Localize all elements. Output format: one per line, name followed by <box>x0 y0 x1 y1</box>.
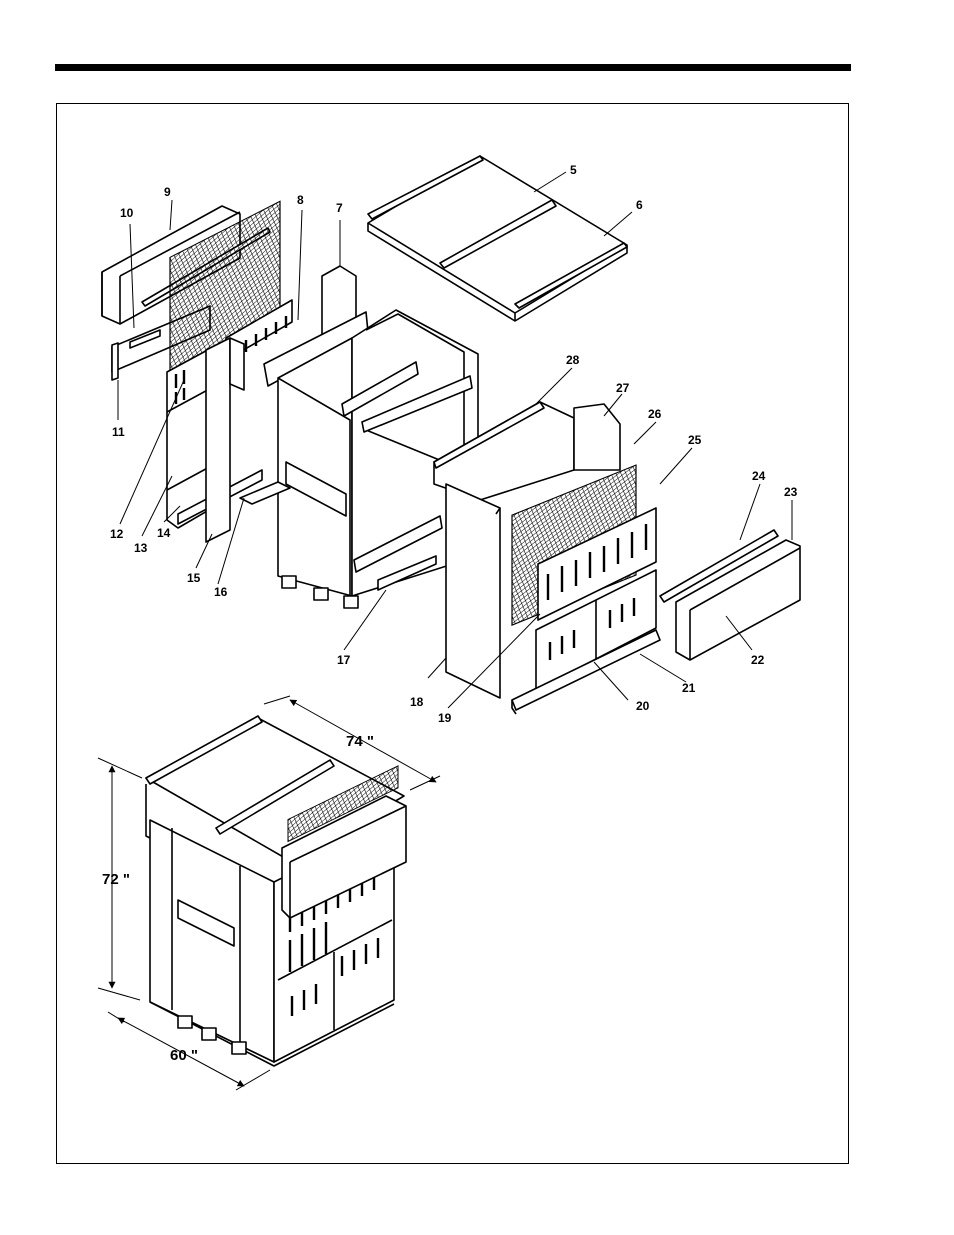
left-vertical-post <box>206 338 244 542</box>
assembled-view: 74 " 72 " 60 " <box>98 696 440 1090</box>
callout-10: 10 <box>120 206 134 220</box>
callout-19: 19 <box>438 711 452 725</box>
dimension-depth-label: 74 " <box>346 733 374 750</box>
dimension-width-label: 60 " <box>170 1047 198 1064</box>
callout-12: 12 <box>110 527 124 541</box>
callout-21: 21 <box>682 681 696 695</box>
callout-7: 7 <box>336 201 343 215</box>
callout-8: 8 <box>297 193 304 207</box>
callout-15: 15 <box>187 571 201 585</box>
callout-11: 11 <box>112 425 125 439</box>
callout-24: 24 <box>752 469 766 483</box>
callout-27: 27 <box>616 381 630 395</box>
callout-6: 6 <box>636 198 643 212</box>
right-corner-bracket <box>574 404 620 470</box>
callout-14: 14 <box>157 526 171 540</box>
callout-20: 20 <box>636 699 650 713</box>
callout-16: 16 <box>214 585 228 599</box>
dimension-height-label: 72 " <box>102 871 130 888</box>
callout-9: 9 <box>164 185 171 199</box>
callout-26: 26 <box>648 407 662 421</box>
right-end-cap <box>660 530 800 660</box>
right-vertical-panel <box>446 484 500 698</box>
callout-5: 5 <box>570 163 577 177</box>
callout-25: 25 <box>688 433 702 447</box>
callout-22: 22 <box>751 653 765 667</box>
callout-18: 18 <box>410 695 424 709</box>
exploded-view: 5 6 7 8 9 10 11 12 13 14 15 16 17 18 19 … <box>102 156 800 725</box>
callout-17: 17 <box>337 653 351 667</box>
callout-28: 28 <box>566 353 580 367</box>
callout-13: 13 <box>134 541 148 555</box>
callout-23: 23 <box>784 485 798 499</box>
roof-panel <box>368 156 627 321</box>
